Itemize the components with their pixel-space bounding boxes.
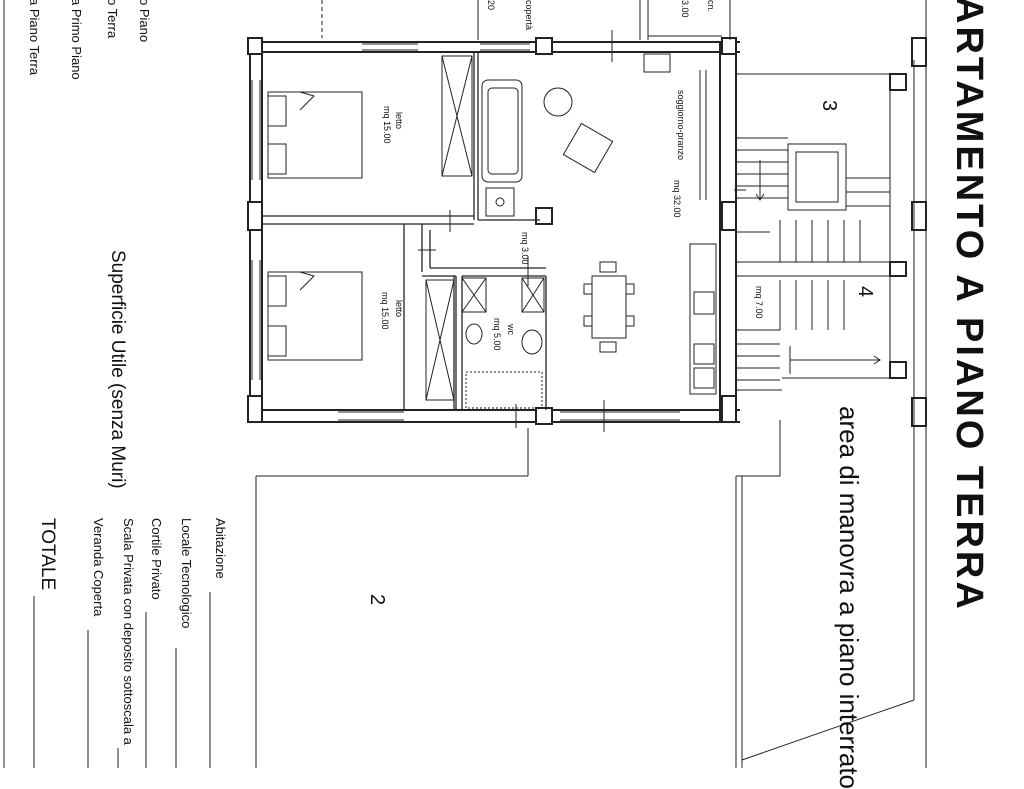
upper-rooms <box>321 0 731 40</box>
legend-piano: o Piano <box>137 0 152 43</box>
interior-walls <box>262 52 547 410</box>
windows <box>251 43 680 421</box>
table-row-scala-privata: Scala Privata con deposito sottoscala a <box>121 518 136 745</box>
room-disimpegno-area: mq 3.00 <box>520 232 530 265</box>
table-row-locale-tecnologico: Locale Tecnologico <box>179 518 194 629</box>
table-row-cortile-privato: Cortile Privato <box>149 518 164 600</box>
living-furniture <box>481 53 717 395</box>
room-tecnico-top-name: cn. <box>706 0 716 13</box>
zone-number-4: 4 <box>854 286 876 298</box>
wardrobes <box>425 55 473 401</box>
room-scala-area: mq 7.00 <box>754 286 764 319</box>
subtitle: area di manovra a piano interrato <box>834 406 864 789</box>
courtyard-outline <box>255 0 927 768</box>
legend-table-lines <box>33 592 211 768</box>
table-total-label: TOTALE <box>37 518 58 591</box>
room-letto-top-area: mq 15.00 <box>382 106 392 144</box>
room-soggiorno-area: mq 32.00 <box>672 180 682 218</box>
pillars <box>247 37 927 427</box>
room-wc-area: mq 5.00 <box>492 318 502 351</box>
outer-walls <box>249 41 740 423</box>
table-row-abitazione: Abitazione <box>213 518 228 579</box>
legend-primo-piano: a Primo Piano <box>69 0 84 80</box>
room-letto-bottom-name: letto <box>394 300 404 318</box>
doors <box>418 30 746 432</box>
floor-plan <box>3 0 927 768</box>
zone-number-3: 3 <box>818 100 840 112</box>
legend-piano-terra: a Piano Terra <box>27 0 42 76</box>
beds <box>267 91 363 361</box>
wc-fixtures <box>461 277 545 409</box>
staircase <box>736 73 906 391</box>
page-title: ARTAMENTO A PIANO TERRA <box>948 0 990 612</box>
room-veranda-top-name: copertà <box>524 0 534 31</box>
room-tecnico-top-area: 3.00 <box>680 0 690 18</box>
zone-number-2: 2 <box>366 594 388 606</box>
room-soggiorno-name: soggiorno-pranzo <box>676 90 686 161</box>
room-letto-top-name: letto <box>394 112 404 130</box>
superficie-title: Superficie Utile (senza Muri) <box>107 250 128 489</box>
legend-terra: o Terra <box>105 0 120 39</box>
table-row-veranda-coperta: Veranda Coperta <box>91 518 106 617</box>
room-wc-name: wc <box>506 324 516 335</box>
room-letto-bottom-area: mq 15.00 <box>380 292 390 330</box>
room-veranda-top-area: 20 <box>486 0 496 11</box>
